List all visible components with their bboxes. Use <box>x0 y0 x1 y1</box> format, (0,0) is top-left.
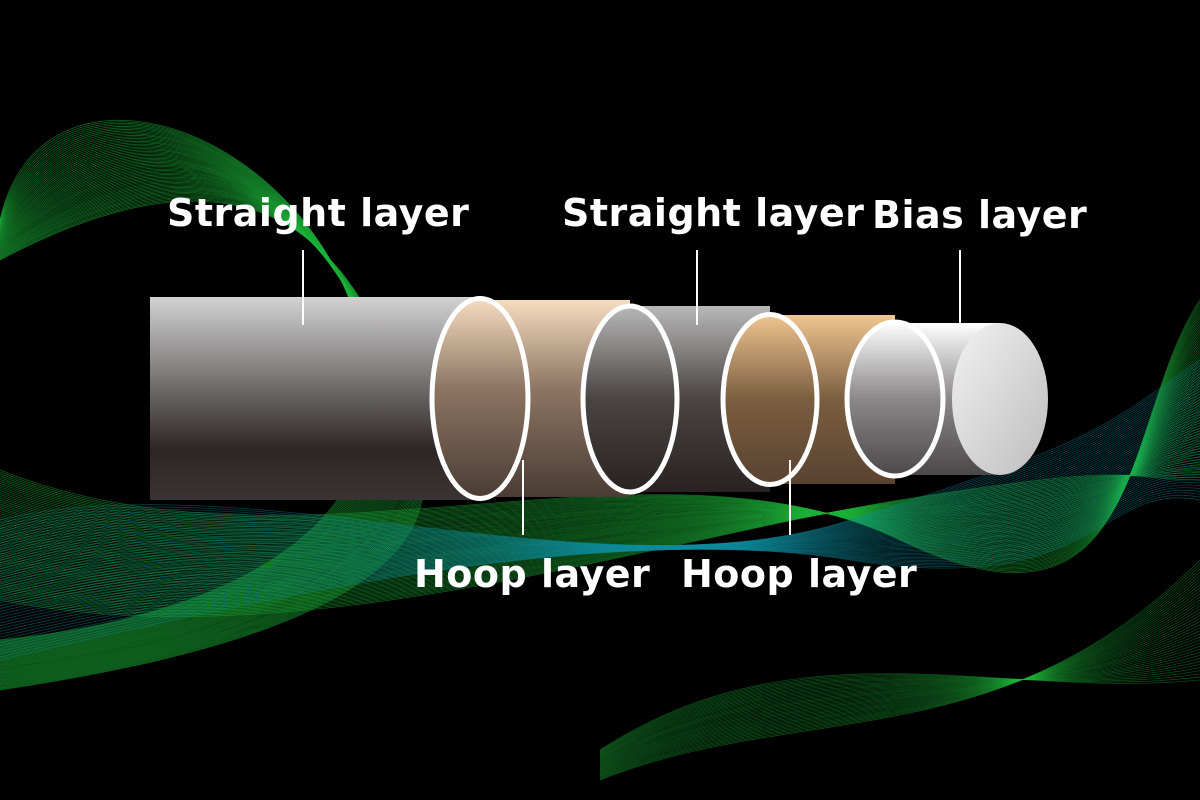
label-hoop-layer-outer: Hoop layer <box>414 552 651 596</box>
bias-layer <box>844 319 1048 479</box>
leader-lines <box>302 250 961 535</box>
label-hoop-layer-inner: Hoop layer <box>681 552 918 596</box>
straight-layer-outer <box>150 297 480 500</box>
label-bias-layer: Bias layer <box>872 193 1088 237</box>
bias-layer-end-cap <box>952 323 1048 475</box>
label-straight-layer-outer: Straight layer <box>167 191 470 235</box>
label-straight-layer-inner: Straight layer <box>562 191 865 235</box>
